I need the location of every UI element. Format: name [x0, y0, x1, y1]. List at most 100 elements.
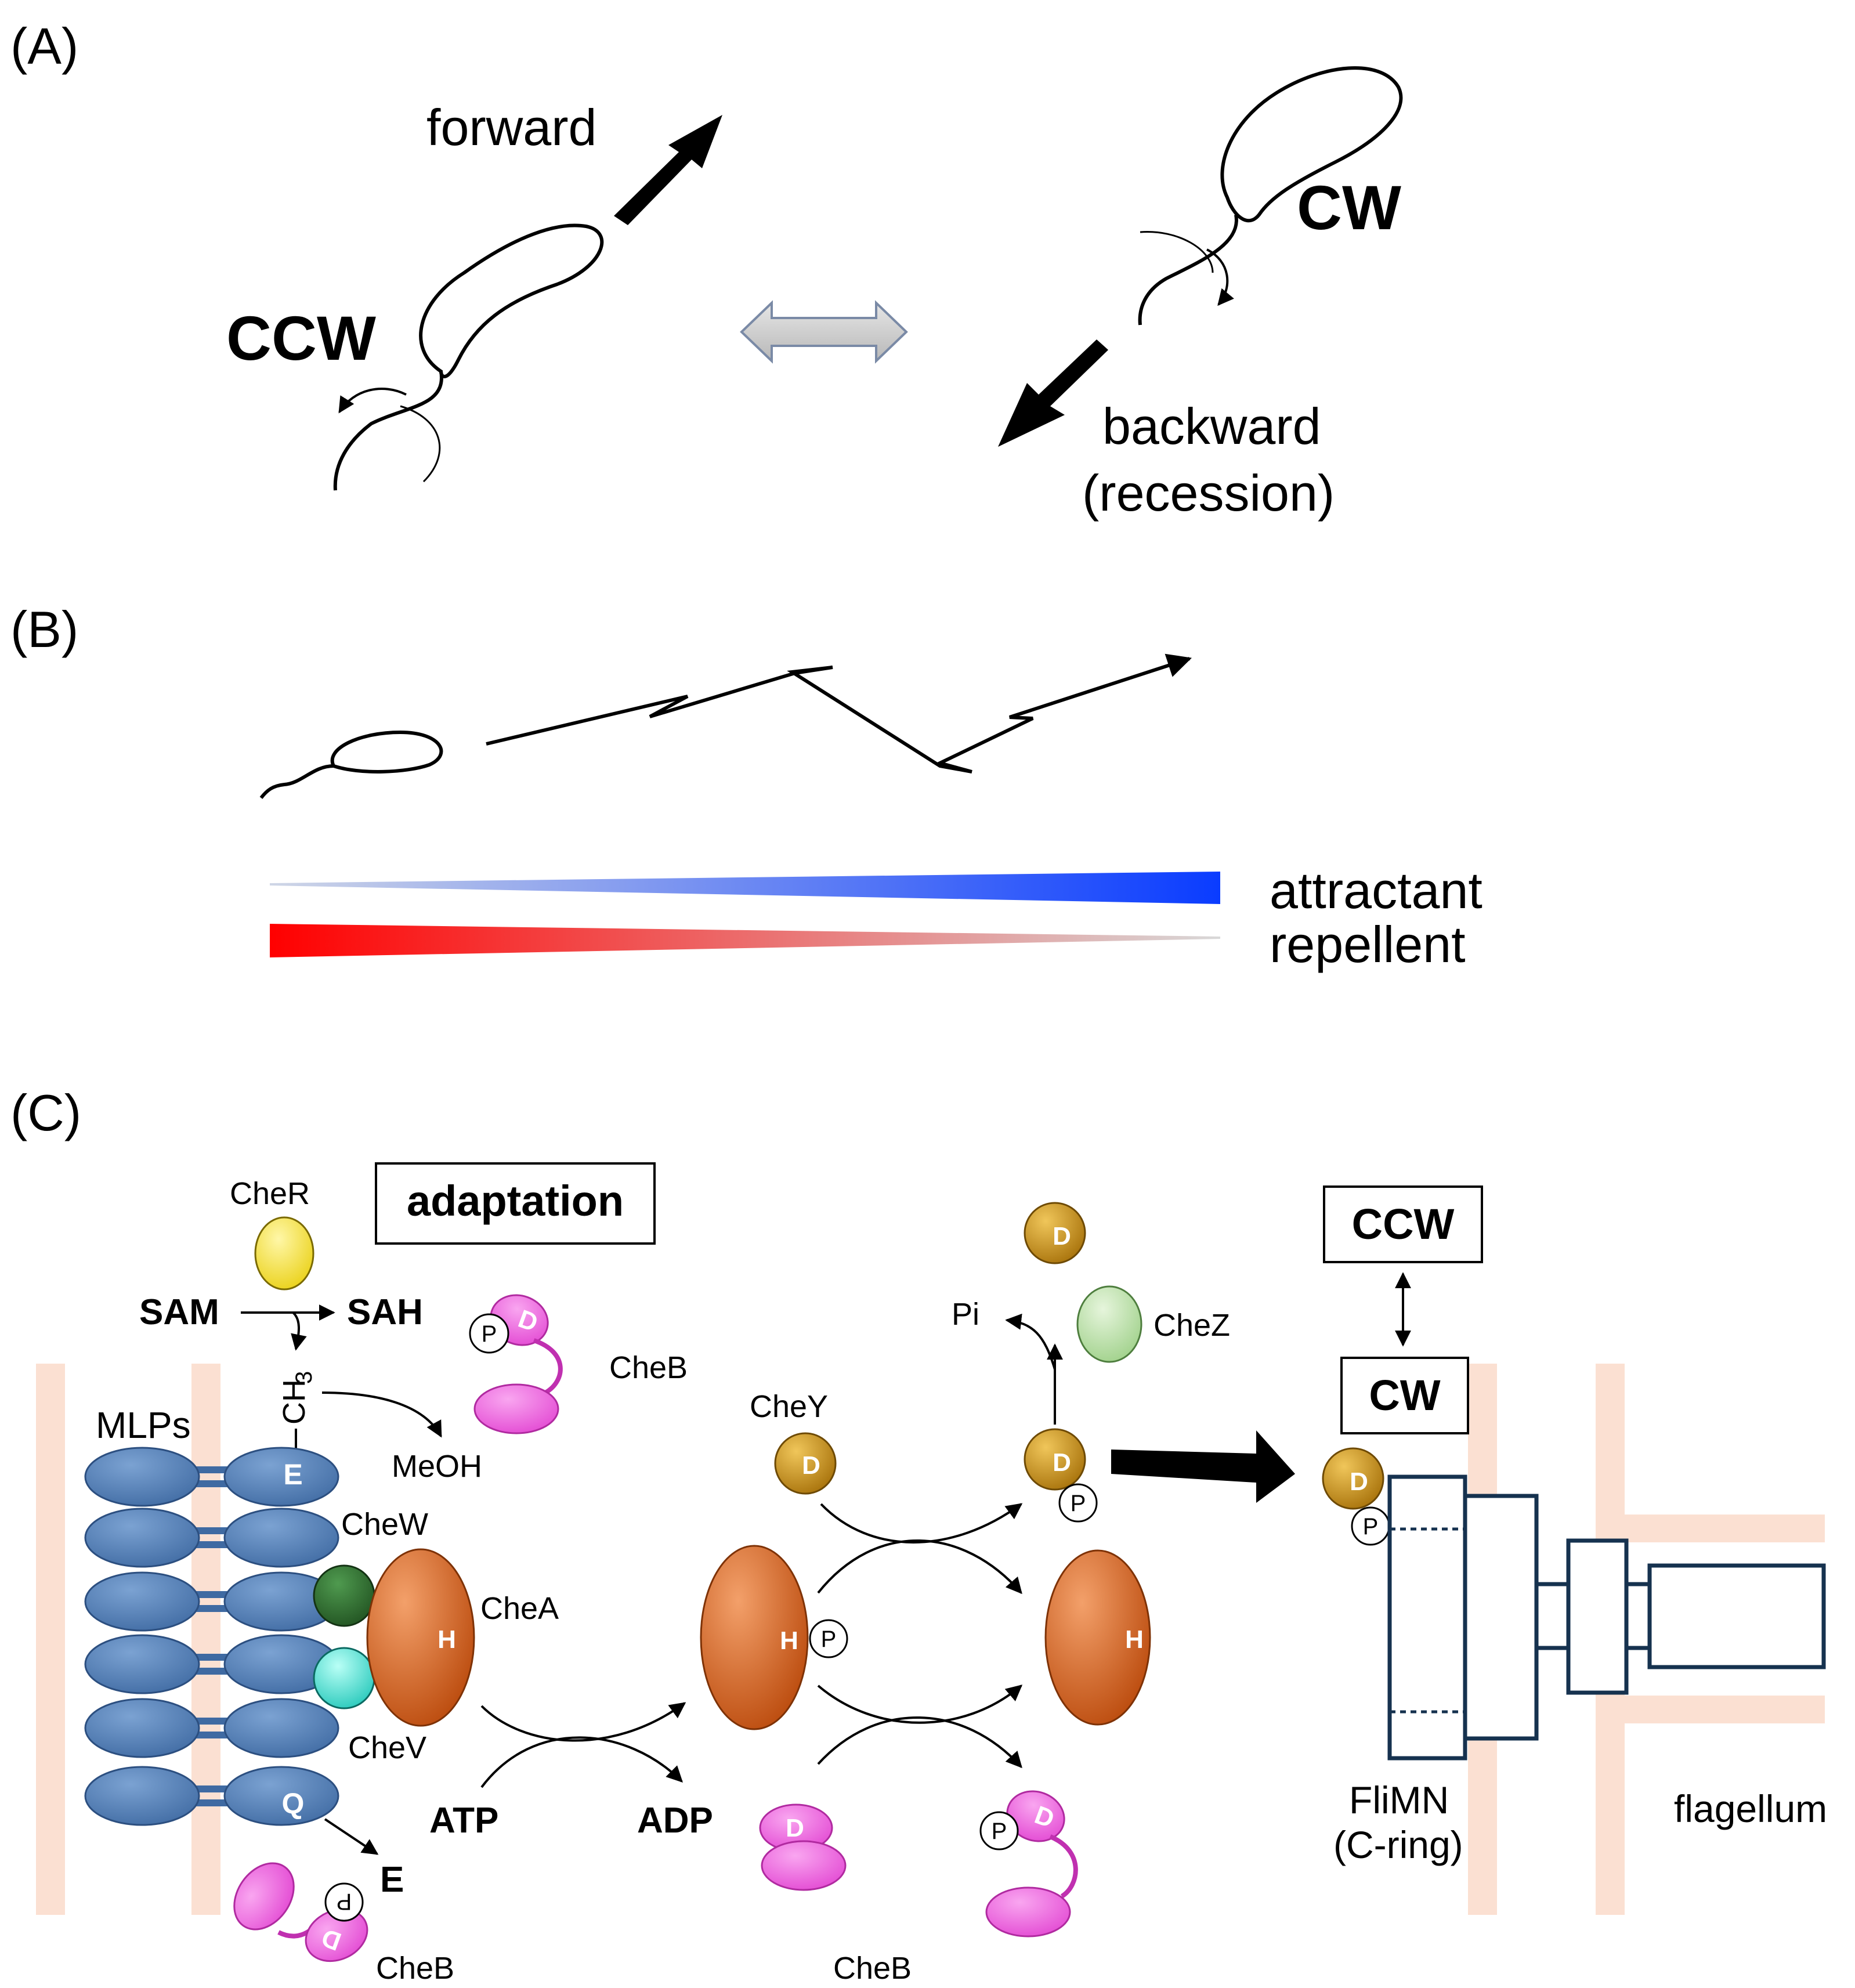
chey-phospho-asp: D	[1053, 1448, 1071, 1477]
forward-arrow	[614, 115, 722, 225]
methyl-transfer-arrow	[291, 1311, 307, 1351]
chea-to-chey-arrow	[817, 1539, 1022, 1595]
mlps-label: MLPs	[96, 1404, 191, 1446]
cheb-bottom-left-protein: D P	[233, 1862, 368, 1962]
membrane-peri-upper	[1625, 1515, 1825, 1542]
chew-protein	[313, 1564, 375, 1627]
receptor-subunit	[84, 1634, 200, 1694]
rod-connector	[1534, 1582, 1571, 1650]
panel-b-label: (B)	[10, 601, 78, 658]
chey-phospho-p: P	[1071, 1491, 1086, 1516]
cheb-bottom-left-label: CheB	[376, 1951, 454, 1986]
adp-label: ADP	[637, 1801, 713, 1841]
flagellum-backward	[1138, 214, 1238, 326]
chey-to-motor-arrow	[1111, 1430, 1295, 1503]
c-ring-dotted-lines	[1388, 1527, 1465, 1714]
membrane-peri-lower	[1625, 1696, 1825, 1723]
chey-phospho-protein	[1024, 1428, 1086, 1491]
cell-body-forward	[419, 223, 604, 378]
cell-body-backward	[1220, 66, 1403, 223]
mlp-receptor-array	[84, 1447, 339, 1826]
flagellum-filament	[1647, 1563, 1826, 1669]
cring-label: (C-ring)	[1333, 1823, 1463, 1866]
flagellum-backward-wave	[1140, 231, 1214, 273]
panel-c: (C) adaptation CheR SAM SAH CH 3 MeOH	[10, 1084, 1827, 1986]
flagellum-label: flagellum	[1674, 1787, 1827, 1830]
cher-protein	[254, 1216, 314, 1291]
ch3-subscript: 3	[291, 1371, 317, 1384]
residue-q: Q	[282, 1787, 305, 1820]
c-ring	[1387, 1474, 1467, 1761]
panel-a: (A) forward CCW CW backward (recession)	[10, 17, 1403, 522]
receptor-subunit	[84, 1766, 200, 1826]
atp-label: ATP	[429, 1801, 498, 1841]
chey-label: CheY	[750, 1389, 828, 1424]
bacterium-backward	[1138, 66, 1403, 326]
backward-label: backward	[1102, 397, 1321, 455]
panel-b: (B) attractant repellent	[10, 601, 1482, 973]
cw-box-label: CW	[1369, 1371, 1440, 1419]
chey-free-asp: D	[1053, 1222, 1071, 1250]
chea-receptor-his: H	[437, 1625, 456, 1654]
chey-phosphorylation-arrow	[820, 1503, 1023, 1544]
cw-box	[1340, 1357, 1469, 1434]
sah-label: SAH	[347, 1292, 423, 1332]
receptor-subunit	[84, 1508, 200, 1568]
chey-asp: D	[802, 1451, 820, 1480]
cheb-bottom-mid-protein: D	[759, 1803, 847, 1891]
chea-right-his: H	[1125, 1625, 1144, 1654]
pi-release-arrow	[1005, 1313, 1056, 1370]
meoh-arrow	[321, 1391, 442, 1438]
receptor-subunit	[223, 1447, 339, 1507]
membrane-left-inner	[191, 1364, 220, 1915]
autophosphorylation-arrow	[480, 1702, 686, 1742]
forward-label: forward	[426, 99, 596, 156]
receptor-subunit	[84, 1698, 200, 1758]
cheb-phosphorylation-arrow	[817, 1716, 1022, 1769]
panel-c-label: (C)	[10, 1084, 81, 1141]
rotation-arrow-cw	[1206, 248, 1234, 306]
atp-adp-arrow	[480, 1736, 683, 1788]
ch3-label: CH	[277, 1379, 312, 1425]
cheb-bottom-mid-asp: D	[786, 1814, 804, 1842]
receptor-subunit	[223, 1508, 339, 1568]
ccw-label: CCW	[226, 303, 376, 373]
cheb-bottom-right-protein: D P	[979, 1790, 1078, 1938]
small-bacterium	[259, 730, 443, 799]
chea-protein-receptor	[366, 1548, 475, 1727]
receptor-subunit	[84, 1447, 200, 1507]
repellent-label: repellent	[1270, 916, 1466, 973]
cher-label: CheR	[230, 1176, 310, 1211]
meoh-label: MeOH	[392, 1449, 482, 1484]
adaptation-box	[375, 1162, 656, 1245]
chev-label: CheV	[348, 1730, 426, 1765]
chey-motor-protein	[1322, 1447, 1384, 1510]
cheb-top-label: CheB	[609, 1350, 688, 1385]
receptor-subunit	[223, 1698, 339, 1758]
backward-arrow	[998, 339, 1108, 447]
chea-phospho-protein	[700, 1545, 809, 1730]
cw-label: CW	[1297, 172, 1401, 243]
ch3-group: CH 3	[277, 1371, 317, 1425]
cheb-bottom-mid-label: CheB	[833, 1951, 912, 1986]
sam-label: SAM	[139, 1292, 219, 1332]
deamidation-arrow	[324, 1818, 379, 1855]
attractant-gradient	[270, 872, 1220, 904]
ms-ring	[1463, 1494, 1539, 1741]
chev-protein	[313, 1647, 375, 1709]
chey-motor-asp: D	[1350, 1467, 1368, 1496]
chew-label: CheW	[341, 1507, 428, 1542]
attractant-label: attractant	[1270, 862, 1482, 919]
chea-phospho-p: P	[821, 1626, 837, 1652]
cheb-top-protein: D P	[469, 1294, 563, 1434]
switch-double-arrow	[740, 300, 908, 364]
rotation-arrow-ccw	[338, 388, 407, 414]
chea-label: CheA	[480, 1591, 559, 1626]
adaptation-label: adaptation	[407, 1177, 624, 1225]
membrane-left-outer	[36, 1364, 65, 1915]
hook-connector	[1624, 1582, 1652, 1650]
chey-free-protein	[1024, 1202, 1086, 1264]
chea-phospho-his: H	[780, 1626, 798, 1655]
cheb-top-phospho: P	[482, 1321, 497, 1347]
